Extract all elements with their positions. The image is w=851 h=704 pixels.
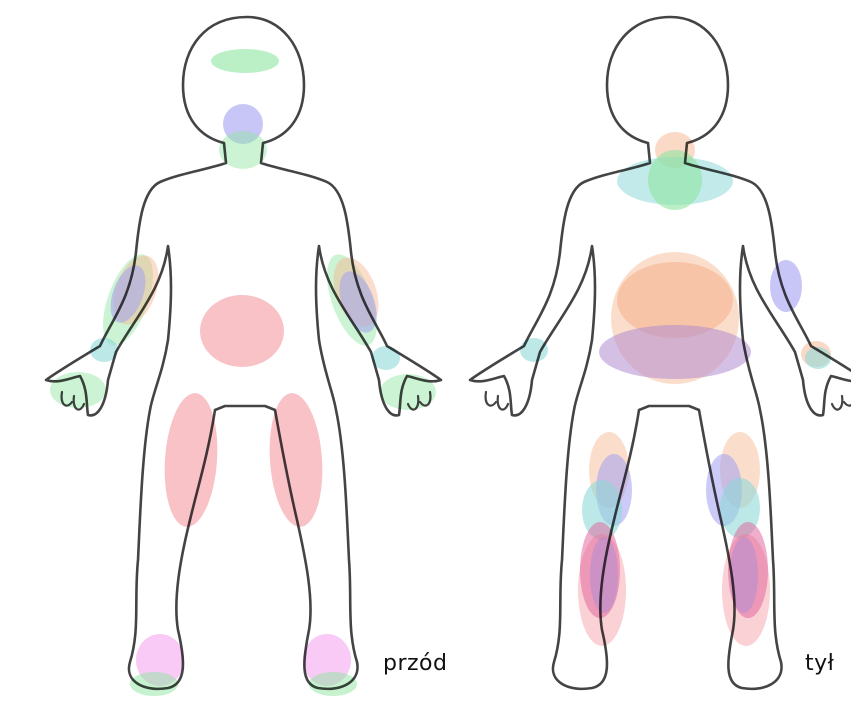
front-forehead-mark — [211, 49, 279, 73]
front-right-foot-mark-green — [309, 672, 357, 696]
back-buttocks-mark — [599, 325, 751, 379]
back-right-calf-mark-purple — [730, 537, 758, 613]
front-left-hand-mark — [50, 372, 106, 408]
front-neck-mark — [219, 131, 267, 169]
back-left-calf-mark-purple — [590, 537, 618, 613]
back-view — [470, 17, 851, 689]
front-right-wrist-mark — [372, 346, 400, 370]
back-right-upper-arm-mark — [770, 260, 802, 312]
back-right-wrist-mark-teal — [805, 347, 831, 369]
front-abdomen-mark — [200, 295, 284, 367]
back-left-wrist-mark — [520, 338, 548, 362]
front-left-wrist-mark — [90, 338, 118, 362]
front-view-label: przód — [383, 651, 447, 676]
front-left-foot-mark-green — [130, 672, 178, 696]
front-right-hand-mark — [380, 374, 436, 410]
back-view-label: tył — [805, 651, 834, 676]
front-view — [46, 17, 441, 696]
back-nape-mark-green — [648, 150, 702, 210]
